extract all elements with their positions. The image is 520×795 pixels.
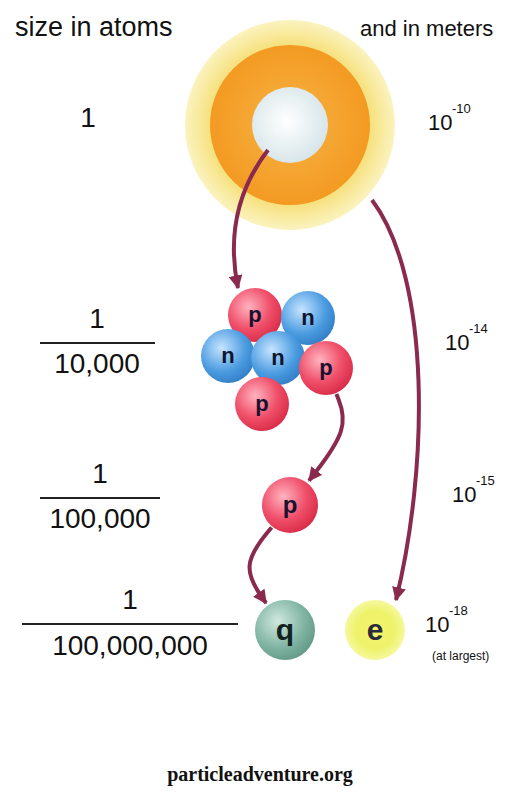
particle-letter: e: [367, 615, 384, 645]
zoom-arrow: [250, 527, 272, 603]
electron-ball: e: [345, 600, 405, 660]
size-ratio: 1: [89, 305, 105, 333]
zoom-arrow: [234, 150, 268, 288]
particle-letter: n: [271, 347, 284, 369]
size-power-base: 10: [445, 332, 469, 354]
size-exponent: -15: [476, 474, 495, 487]
size-ratio: 1: [80, 104, 96, 132]
atom-picture: [185, 20, 395, 230]
size-exponent: -10: [452, 102, 471, 115]
scale-arrows: [234, 150, 419, 600]
particle-letter: n: [221, 345, 234, 367]
particle-letter: p: [283, 493, 298, 517]
fraction-bar: [40, 342, 155, 344]
size-power-base: 10: [425, 614, 449, 636]
atom-glow: [185, 20, 395, 230]
column-heading: and in meters: [360, 18, 493, 40]
size-power-base: 10: [428, 112, 452, 134]
particle-letter: q: [276, 615, 294, 645]
size-note: (at largest): [432, 650, 489, 662]
neutron-ball: n: [201, 329, 255, 383]
electron-cloud: [210, 45, 370, 205]
size-ratio: 10,000: [54, 350, 140, 378]
atom-nucleus: [252, 87, 328, 163]
fraction-bars: [22, 343, 238, 624]
particle-letter: p: [248, 304, 261, 326]
zoom-arrow: [372, 200, 419, 600]
quark-ball: q: [255, 600, 315, 660]
proton-ball: p: [299, 341, 353, 395]
size-ratio: 100,000: [49, 505, 150, 533]
size-power-base: 10: [452, 484, 476, 506]
particle-letter: p: [255, 393, 268, 415]
size-ratio: 1: [92, 460, 108, 488]
zoom-arrow: [309, 394, 343, 481]
proton-ball: p: [235, 377, 289, 431]
size-exponent: -14: [469, 322, 488, 335]
size-ratio: 1: [122, 586, 138, 614]
fraction-bar: [22, 623, 238, 625]
size-exponent: -18: [449, 604, 468, 617]
fraction-bar: [40, 497, 160, 499]
particle-letter: n: [301, 307, 314, 329]
source-credit: particleadventure.org: [167, 764, 353, 784]
column-heading: size in atoms: [15, 14, 173, 41]
size-ratio: 100,000,000: [52, 632, 208, 660]
proton-ball: p: [262, 477, 318, 533]
particle-letter: p: [319, 357, 332, 379]
